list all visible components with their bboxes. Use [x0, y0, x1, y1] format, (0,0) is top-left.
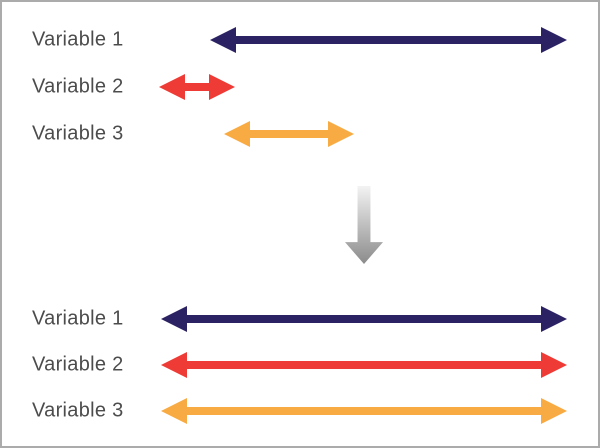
- before-variable-2-label: Variable 2: [32, 75, 124, 98]
- before-variable-3-range-arrow-icon: [224, 121, 354, 147]
- after-variable-1-label: Variable 1: [32, 307, 124, 330]
- after-variable-2-label: Variable 2: [32, 353, 124, 376]
- arrowhead-left-icon: [161, 398, 187, 424]
- arrow-shaft: [247, 130, 331, 138]
- before-variable-2-range-arrow-icon: [159, 74, 235, 100]
- after-variable-3-range-arrow-icon: [161, 398, 567, 424]
- transform-down-arrow-icon: [345, 186, 383, 264]
- arrow-shaft: [184, 407, 544, 415]
- before-variable-1-label: Variable 1: [32, 28, 124, 51]
- arrow-shaft: [184, 315, 544, 323]
- arrow-shaft: [182, 83, 212, 91]
- after-variable-2-range-arrow-icon: [161, 352, 567, 378]
- arrowhead-right-icon: [541, 306, 567, 332]
- after-variable-1-range-arrow-icon: [161, 306, 567, 332]
- before-variable-1-range-arrow-icon: [210, 27, 567, 53]
- arrowhead-left-icon: [159, 74, 185, 100]
- arrowhead-right-icon: [541, 352, 567, 378]
- arrowhead-left-icon: [224, 121, 250, 147]
- arrowhead-left-icon: [161, 352, 187, 378]
- arrowhead-right-icon: [328, 121, 354, 147]
- before-variable-3-label: Variable 3: [32, 122, 124, 145]
- arrowhead-left-icon: [161, 306, 187, 332]
- arrowhead-left-icon: [210, 27, 236, 53]
- arrow-shaft: [184, 361, 544, 369]
- arrowhead-right-icon: [541, 27, 567, 53]
- after-variable-3-label: Variable 3: [32, 399, 124, 422]
- arrow-shaft: [233, 36, 544, 44]
- arrowhead-right-icon: [541, 398, 567, 424]
- arrowhead-right-icon: [209, 74, 235, 100]
